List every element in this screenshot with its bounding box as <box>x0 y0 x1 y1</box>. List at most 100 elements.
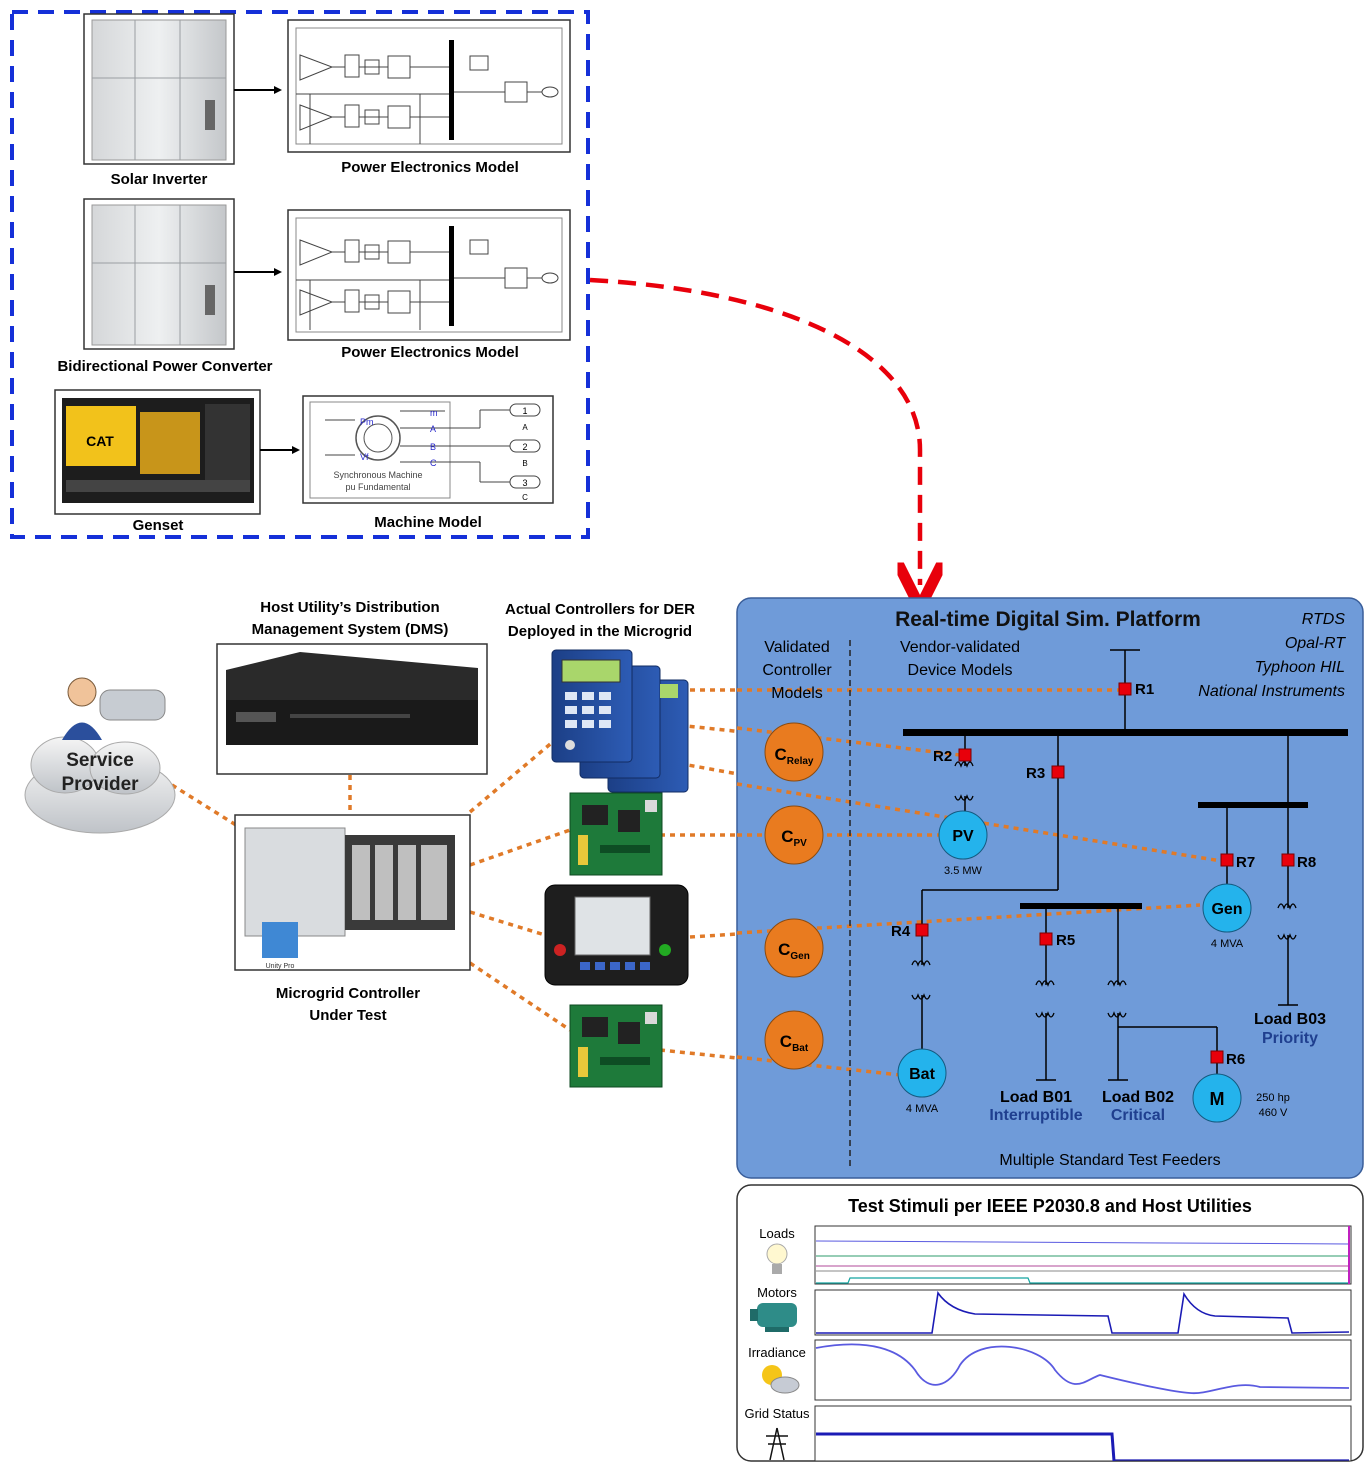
load-b02-type: Critical <box>1111 1107 1165 1124</box>
motor-rating-1: 250 hp <box>1256 1092 1290 1104</box>
load-b03-name: Load B03 <box>1254 1011 1326 1028</box>
gen-controller-panel-photo <box>544 884 689 986</box>
vendor-opal-rt: Opal-RT <box>1285 635 1346 652</box>
machine-out-a: A <box>430 424 436 434</box>
machine-model-block: Pm Vf m A B C 1 2 3 A B C Synchronous Ma… <box>302 395 554 504</box>
controller-model-circles <box>764 722 824 1070</box>
relay-r6: R6 <box>1226 1051 1245 1068</box>
relays <box>915 682 1295 1064</box>
models-to-platform-arrow <box>589 277 920 585</box>
machine-title-2: pu Fundamental <box>345 482 410 492</box>
machine-out-c: C <box>430 458 437 468</box>
power-electronics-model-1 <box>287 19 571 153</box>
stim-row-grid: Grid Status <box>744 1406 810 1421</box>
bat-rating: 4 MVA <box>906 1103 939 1115</box>
pe-model-label-2: Power Electronics Model <box>341 344 519 361</box>
c-gen-label: CGen <box>778 940 810 962</box>
device-circles <box>897 810 1252 1123</box>
bat-controller-board-photo <box>569 1004 663 1088</box>
weather-icon <box>762 1365 800 1394</box>
gen-rating: 4 MVA <box>1211 938 1244 950</box>
platform-footer: Multiple Standard Test Feeders <box>999 1152 1220 1169</box>
col2-line2: Device Models <box>908 662 1013 679</box>
mgc-label-line2: Under Test <box>309 1007 386 1024</box>
transmission-tower-icon <box>766 1427 788 1461</box>
one-line-diagram <box>921 649 1298 1081</box>
vendor-typhoon: Typhoon HIL <box>1255 659 1345 676</box>
machine-input-vf: Vf <box>360 452 369 462</box>
genset-brand: CAT <box>86 433 114 449</box>
load-b01-type: Interruptible <box>989 1107 1082 1124</box>
c-bat-label: CBat <box>780 1032 809 1054</box>
pe-model-label-1: Power Electronics Model <box>341 159 519 176</box>
gen-bus <box>1198 802 1308 808</box>
motor-rating-2: 460 V <box>1259 1107 1288 1119</box>
solar-inverter-photo <box>83 13 235 165</box>
load-b03-type: Priority <box>1262 1030 1318 1047</box>
load-bus <box>1020 903 1142 909</box>
service-provider-line2: Provider <box>61 774 139 795</box>
stim-row-motors: Motors <box>757 1285 797 1300</box>
stimuli-traces <box>815 1226 1350 1462</box>
machine-port-c: C <box>522 493 528 502</box>
service-provider-cloud <box>24 677 176 834</box>
machine-title-1: Synchronous Machine <box>333 470 422 480</box>
gen-device-label: Gen <box>1211 901 1242 918</box>
stim-row-irradiance: Irradiance <box>748 1345 806 1360</box>
vendor-rtds: RTDS <box>1302 611 1346 628</box>
sim-platform-panel <box>736 597 1364 1179</box>
relay-devices-photo <box>551 649 689 793</box>
machine-port-a: A <box>522 423 528 432</box>
stim-row-loads: Loads <box>759 1226 795 1241</box>
genset-label: Genset <box>133 517 184 534</box>
relay-r2: R2 <box>933 748 952 765</box>
bidirectional-label: Bidirectional Power Converter <box>57 358 272 375</box>
load-b02-name: Load B02 <box>1102 1089 1174 1106</box>
mgc-label-line1: Microgrid Controller <box>276 985 420 1002</box>
relay-r1: R1 <box>1135 681 1154 698</box>
machine-out-b: B <box>430 442 436 452</box>
col1-line3: Models <box>771 685 823 702</box>
relay-r5: R5 <box>1056 932 1075 949</box>
motor-device-label: M <box>1210 1089 1225 1109</box>
relay-r7: R7 <box>1236 854 1255 871</box>
power-electronics-model-2 <box>287 209 571 341</box>
plot-motors <box>814 1289 1352 1336</box>
stimuli-title: Test Stimuli per IEEE P2030.8 and Host U… <box>848 1196 1252 1216</box>
machine-port-2: 2 <box>522 442 527 452</box>
dms-title-line1: Host Utility’s Distribution <box>260 599 439 616</box>
pv-device-label: PV <box>952 828 974 845</box>
c-relay-label: CRelay <box>775 745 814 767</box>
bat-device-label: Bat <box>909 1066 935 1083</box>
col1-line2: Controller <box>762 662 832 679</box>
machine-input-pm: Pm <box>360 417 374 427</box>
col1-line1: Validated <box>764 639 830 656</box>
motor-icon <box>750 1303 797 1332</box>
machine-port-1: 1 <box>522 406 527 416</box>
lightbulb-icon <box>766 1243 788 1274</box>
load-b01-name: Load B01 <box>1000 1089 1072 1106</box>
machine-port-b: B <box>522 459 527 468</box>
machine-out-m: m <box>430 408 438 418</box>
plc-brand: Unity Pro <box>266 963 295 970</box>
solar-inverter-label: Solar Inverter <box>111 171 208 188</box>
machine-port-3: 3 <box>522 478 527 488</box>
genset-photo: CAT <box>54 389 261 515</box>
main-bus <box>903 729 1348 736</box>
controllers-title-line1: Actual Controllers for DER <box>505 601 695 618</box>
bidirectional-converter-photo <box>83 198 235 350</box>
relay-r4: R4 <box>891 923 911 940</box>
relay-r3: R3 <box>1026 765 1045 782</box>
pv-rating: 3.5 MW <box>944 865 983 877</box>
service-provider-line1: Service <box>66 750 134 771</box>
plot-loads <box>814 1225 1352 1285</box>
dms-title-line2: Management System (DMS) <box>252 621 449 638</box>
relay-r8: R8 <box>1297 854 1316 871</box>
microgrid-controller-photo: Unity Pro <box>234 814 471 971</box>
machine-model-label: Machine Model <box>374 514 482 531</box>
models-group-frame <box>10 10 590 539</box>
c-pv-label: CPV <box>781 827 807 849</box>
dms-server-photo <box>216 643 488 775</box>
platform-title: Real-time Digital Sim. Platform <box>895 608 1201 631</box>
